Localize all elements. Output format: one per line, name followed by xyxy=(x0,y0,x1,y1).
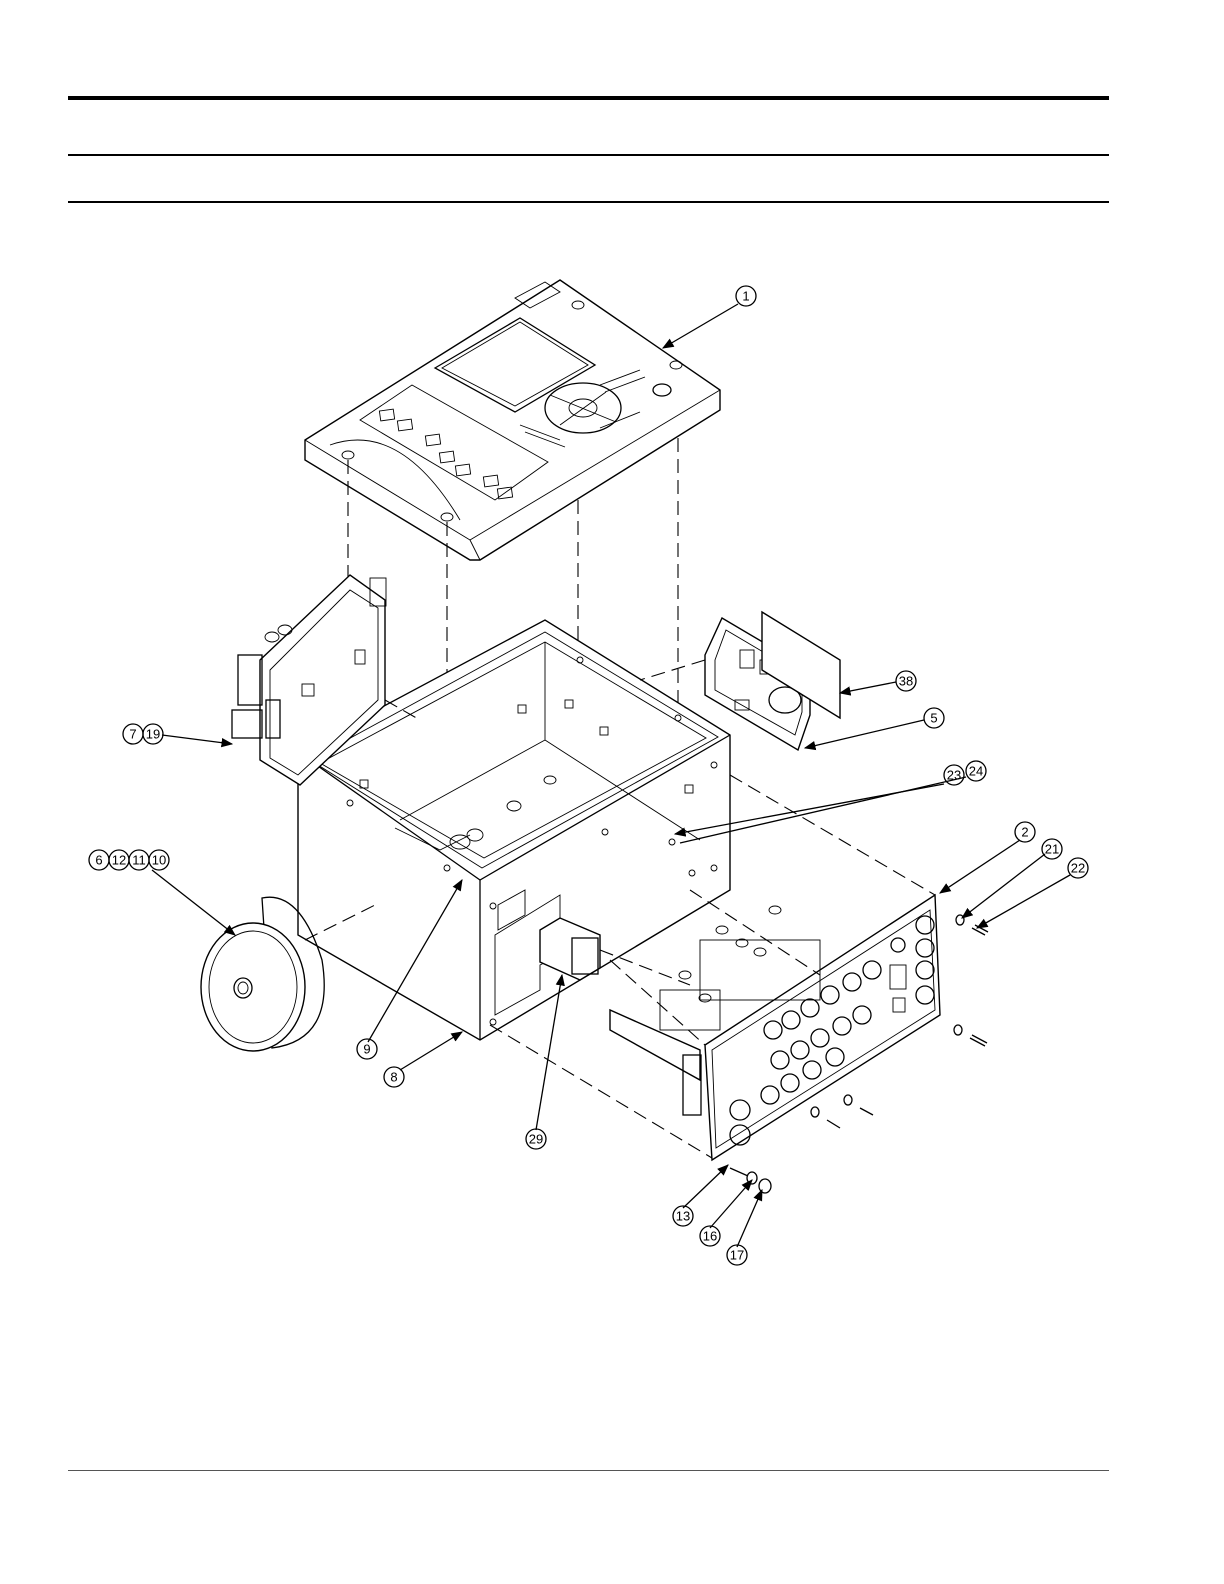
control-panel-lid xyxy=(305,280,720,560)
svg-text:10: 10 xyxy=(152,853,166,868)
callout-19: 19 xyxy=(143,724,163,744)
svg-text:29: 29 xyxy=(529,1132,543,1147)
callout-22: 22 xyxy=(1068,858,1088,878)
callout-10: 10 xyxy=(149,850,169,870)
callout-2: 2 xyxy=(1015,822,1035,842)
callout-9: 9 xyxy=(357,1039,377,1059)
callout-13: 13 xyxy=(673,1206,693,1226)
svg-text:6: 6 xyxy=(95,853,102,868)
svg-text:13: 13 xyxy=(676,1209,690,1224)
svg-text:9: 9 xyxy=(363,1042,370,1057)
svg-text:38: 38 xyxy=(899,674,913,689)
svg-text:8: 8 xyxy=(390,1070,397,1085)
svg-text:22: 22 xyxy=(1071,861,1085,876)
callout-29: 29 xyxy=(526,1129,546,1149)
svg-text:5: 5 xyxy=(930,711,937,726)
callout-1: 1 xyxy=(736,286,756,306)
svg-text:7: 7 xyxy=(129,727,136,742)
svg-text:24: 24 xyxy=(969,764,983,779)
callout-38: 38 xyxy=(896,671,916,691)
svg-text:21: 21 xyxy=(1045,842,1059,857)
callout-24: 24 xyxy=(966,761,986,781)
callout-12: 12 xyxy=(109,850,129,870)
callout-16: 16 xyxy=(700,1226,720,1246)
svg-text:1: 1 xyxy=(742,289,749,304)
callout-8: 8 xyxy=(384,1067,404,1087)
svg-text:2: 2 xyxy=(1021,825,1028,840)
callout-21: 21 xyxy=(1042,839,1062,859)
svg-text:16: 16 xyxy=(703,1229,717,1244)
svg-text:12: 12 xyxy=(112,853,126,868)
callout-7: 7 xyxy=(123,724,143,744)
svg-text:11: 11 xyxy=(132,853,146,868)
callout-6: 6 xyxy=(89,850,109,870)
svg-text:19: 19 xyxy=(146,727,160,742)
callout-23: 23 xyxy=(944,765,964,785)
svg-text:17: 17 xyxy=(730,1248,744,1263)
callout-11: 11 xyxy=(129,850,149,870)
callout-17: 17 xyxy=(727,1245,747,1265)
svg-text:23: 23 xyxy=(947,768,961,783)
callout-5: 5 xyxy=(924,708,944,728)
